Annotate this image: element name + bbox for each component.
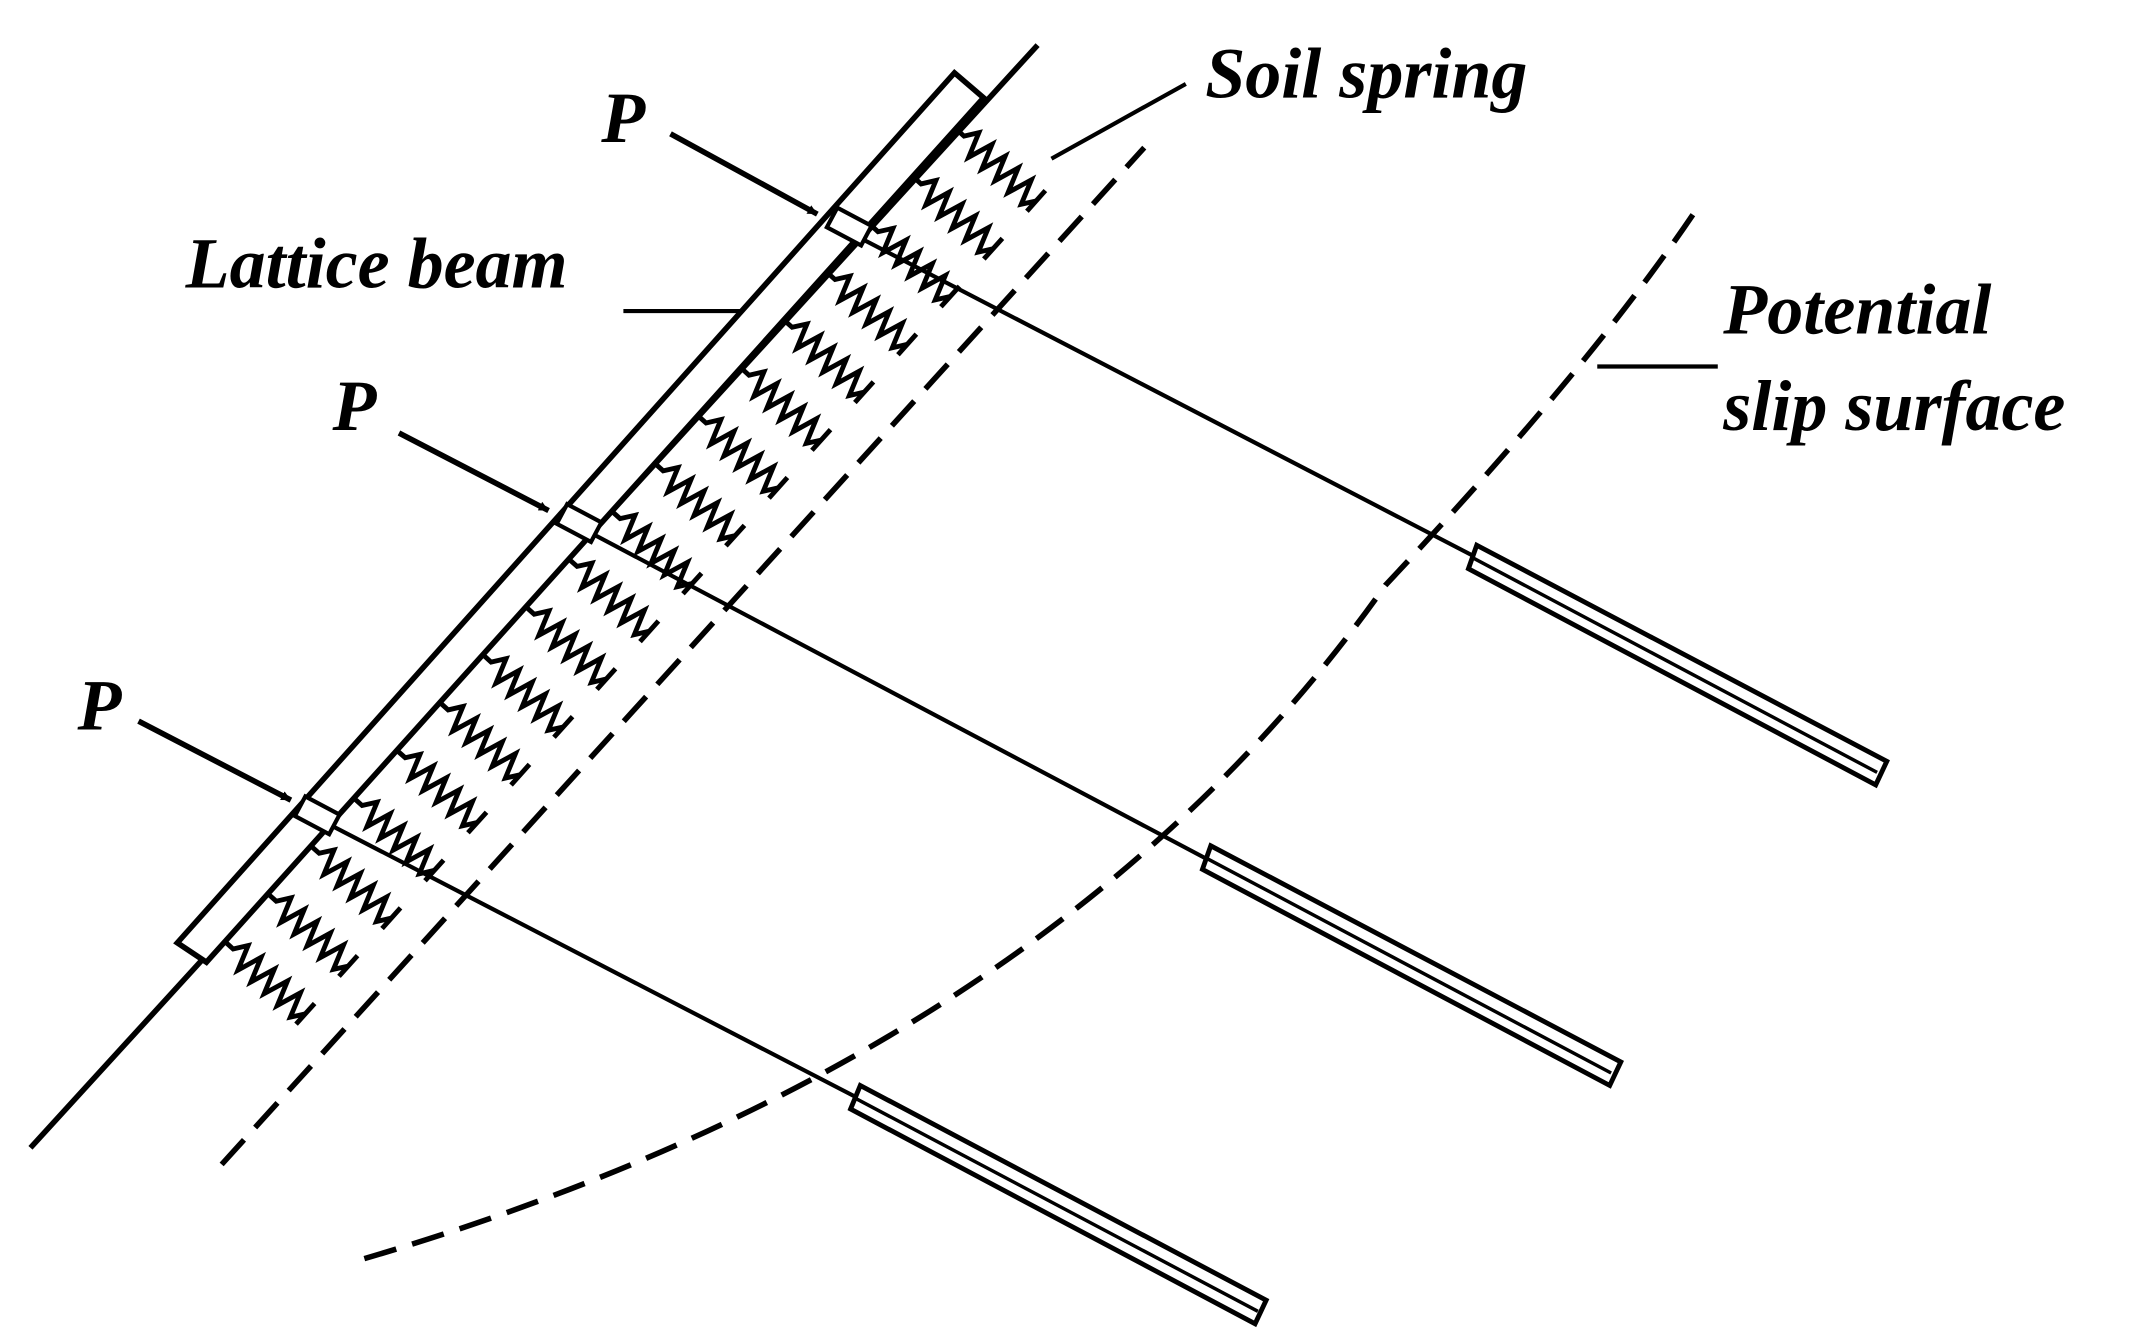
soil-spring-end-plate [552,714,575,739]
load-arrow-bottom [137,718,293,803]
soil-spring-end-plate [853,380,876,405]
soil-spring [911,174,994,256]
load-arrow-top [669,131,819,217]
anchor-body-inner-line [1471,556,1878,774]
anchor-head-plate [292,793,343,838]
anchor-body-inner-line [853,1096,1259,1313]
lattice-beam-label: Lattice beam [185,224,568,304]
soil-spring [352,796,435,878]
soil-spring [696,413,779,495]
load-label-bottom: P [77,665,123,745]
soil-spring [653,461,736,543]
soil-zone-boundary-line [219,145,1147,1167]
anchor-body-inner-line [1205,856,1612,1075]
soil-spring-end-plate [810,428,833,452]
soil-spring [438,700,521,782]
soil-spring-end-plate [595,667,618,692]
anchor-cable [310,813,862,1102]
soil-spring [395,748,478,830]
load-label-middle: P [331,366,377,446]
soil-spring [481,652,564,734]
soil-spring-end-plate [767,475,790,500]
load-label-top: P [600,78,646,158]
soil-spring-end-plate [982,236,1005,261]
soil-spring [825,270,908,352]
soil-spring-end-plate [1025,188,1048,213]
anchor-head-plate [553,501,605,545]
soil-spring [610,509,693,591]
soil-spring-end-plate [509,762,532,787]
slip-surface-label-line2: slip surface [1722,366,2065,446]
anchor-head-plate [824,204,875,249]
soil-spring-end-plate [638,619,661,644]
soil-spring [309,844,392,926]
slip-surface-label-line1: Potential [1722,269,1991,349]
load-arrow-middle [397,430,550,514]
soil-spring-end-plate [681,571,704,596]
anchor-top [824,204,1890,789]
soil-spring-end-plate [896,332,919,357]
potential-slip-surface-curve [363,207,1700,1262]
anchor-bottom [292,793,1270,1328]
soil-spring [223,939,306,1021]
anchor-middle [553,501,1624,1089]
soil-spring-end-plate [380,906,403,931]
soil-spring-leader-line [1050,82,1187,161]
soil-spring [266,891,349,973]
anchor-cable [839,226,1478,560]
soil-spring [524,605,607,686]
soil-spring-end-plate [294,1001,317,1026]
soil-spring [567,557,650,639]
soil-spring-label: Soil spring [1205,34,1527,114]
soil-spring-end-plate [337,954,360,978]
soil-spring [782,318,865,400]
soil-spring-end-plate [724,523,747,548]
soil-spring-end-plate [466,810,489,835]
anchor-cable [571,521,1212,863]
soil-spring [868,222,951,304]
soil-spring [954,126,1037,208]
soil-spring [739,365,822,447]
